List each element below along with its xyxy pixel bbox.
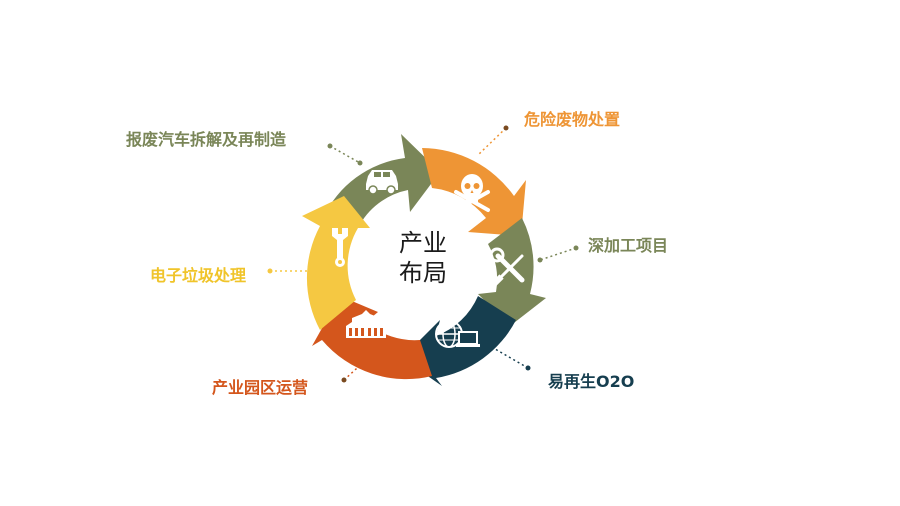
leader-deep-processing xyxy=(537,245,579,263)
label-o2o: 易再生O2O xyxy=(548,372,635,391)
center-disc xyxy=(365,204,481,320)
center-title-line1: 产业 xyxy=(399,229,447,257)
center-title-line2: 布局 xyxy=(399,259,447,287)
leader-park-operation xyxy=(341,357,369,383)
label-park-operation: 产业园区运营 xyxy=(212,378,309,397)
leader-ewaste xyxy=(267,268,310,274)
label-ewaste: 电子垃圾处理 xyxy=(150,266,247,285)
label-deep-processing: 深加工项目 xyxy=(588,236,669,255)
wrench-screwdriver-icon xyxy=(489,247,525,286)
leader-o2o xyxy=(489,345,531,371)
building-icon xyxy=(346,310,386,338)
tool-icon xyxy=(332,228,348,267)
skull-crossbones-icon xyxy=(454,174,490,212)
label-scrap-car: 报废汽车拆解及再制造 xyxy=(126,130,287,149)
label-hazardous-waste: 危险废物处置 xyxy=(524,110,621,129)
leader-scrap-car xyxy=(327,143,363,166)
globe-laptop-icon xyxy=(435,320,480,348)
center-title: 产业 布局 xyxy=(383,228,463,288)
leader-hazardous-waste xyxy=(477,125,509,156)
car-icon xyxy=(366,170,398,195)
